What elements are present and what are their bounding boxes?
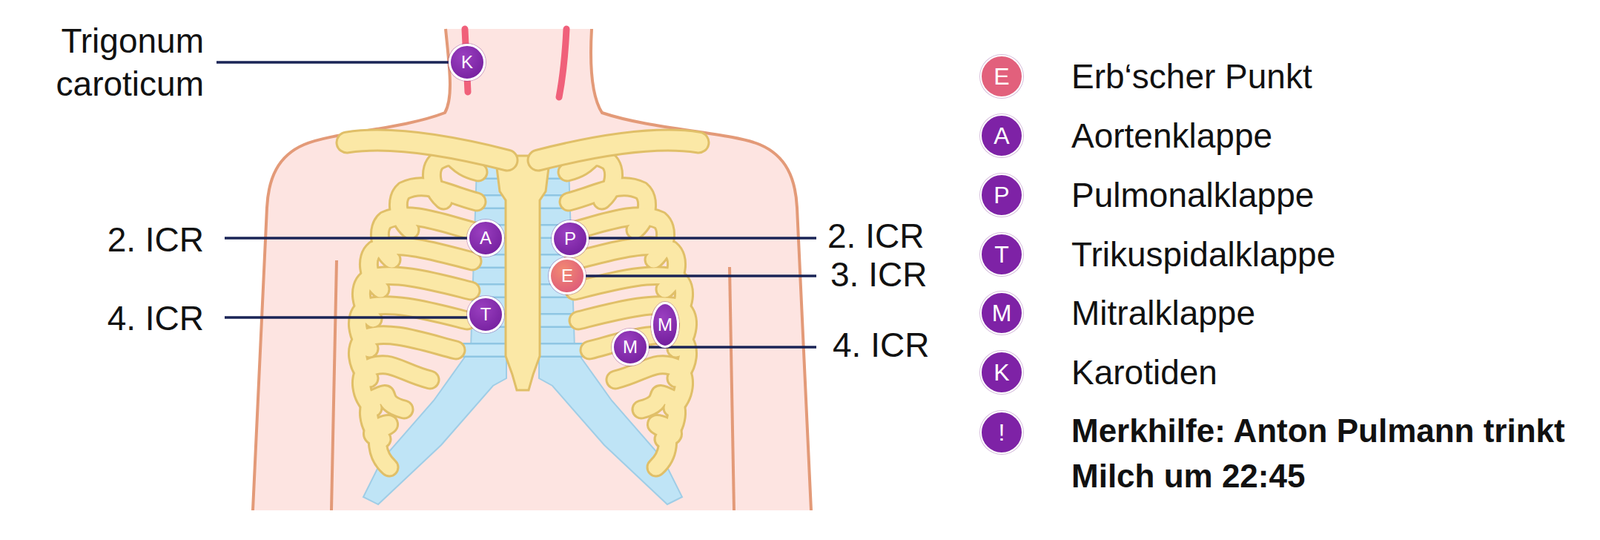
legend-swatch: A — [980, 114, 1024, 158]
legend-letter: ! — [998, 419, 1006, 445]
icr-label: 2. ICR — [827, 214, 976, 258]
legend-text: Trikuspidalklappe — [1071, 232, 1336, 276]
icr-label: 3. ICR — [830, 252, 979, 296]
valve-marker: A — [467, 219, 505, 257]
legend-swatch: ! — [980, 410, 1024, 454]
icr-label: 4. ICR — [55, 296, 204, 340]
torso-fill — [252, 28, 812, 511]
legend-swatch: E — [980, 54, 1024, 98]
valve-marker: T — [467, 295, 505, 333]
marker-letter: M — [657, 315, 673, 335]
legend-swatch: K — [980, 350, 1024, 394]
marker-letter: M — [622, 337, 638, 357]
marker-letter: K — [461, 52, 474, 72]
marker-letter: A — [479, 228, 492, 248]
legend-letter: T — [994, 241, 1010, 267]
legend-text: Merkhilfe: Anton Pulmann trinkt Milch um… — [1071, 407, 1583, 499]
valve-marker: P — [551, 220, 589, 258]
legend-text: Mitralklappe — [1071, 291, 1256, 335]
arm-line — [729, 266, 735, 511]
marker-letter: T — [480, 304, 492, 325]
icr-label: 2. ICR — [55, 217, 204, 261]
arm-line — [331, 260, 337, 511]
legend-swatch: P — [980, 173, 1024, 217]
valve-marker: M — [650, 301, 680, 348]
legend-swatch: M — [980, 291, 1024, 335]
clavicles — [346, 140, 699, 161]
legend-letter: P — [993, 182, 1010, 208]
legend-swatch: T — [980, 232, 1024, 276]
legend-text: Erb‘scher Punkt — [1071, 54, 1313, 98]
carotid-artery — [559, 28, 567, 98]
legend-text: Karotiden — [1071, 350, 1218, 394]
marker-letter: P — [564, 229, 577, 249]
legend-letter: A — [993, 123, 1010, 149]
leader-lines — [216, 62, 817, 347]
legend-letter: K — [993, 359, 1010, 385]
valve-marker: M — [611, 328, 649, 366]
sternum — [495, 155, 551, 390]
valve-marker: E — [548, 257, 586, 295]
legend-letter: M — [992, 300, 1013, 326]
marker-letter: E — [561, 266, 574, 286]
icr-label: 4. ICR — [832, 323, 981, 367]
legend-text: Aortenklappe — [1071, 114, 1273, 158]
legend-letter: E — [993, 63, 1010, 89]
region-label: Trigonum caroticum — [0, 19, 204, 106]
legend-text: Pulmonalklappe — [1071, 173, 1314, 217]
valve-marker: K — [448, 43, 486, 81]
